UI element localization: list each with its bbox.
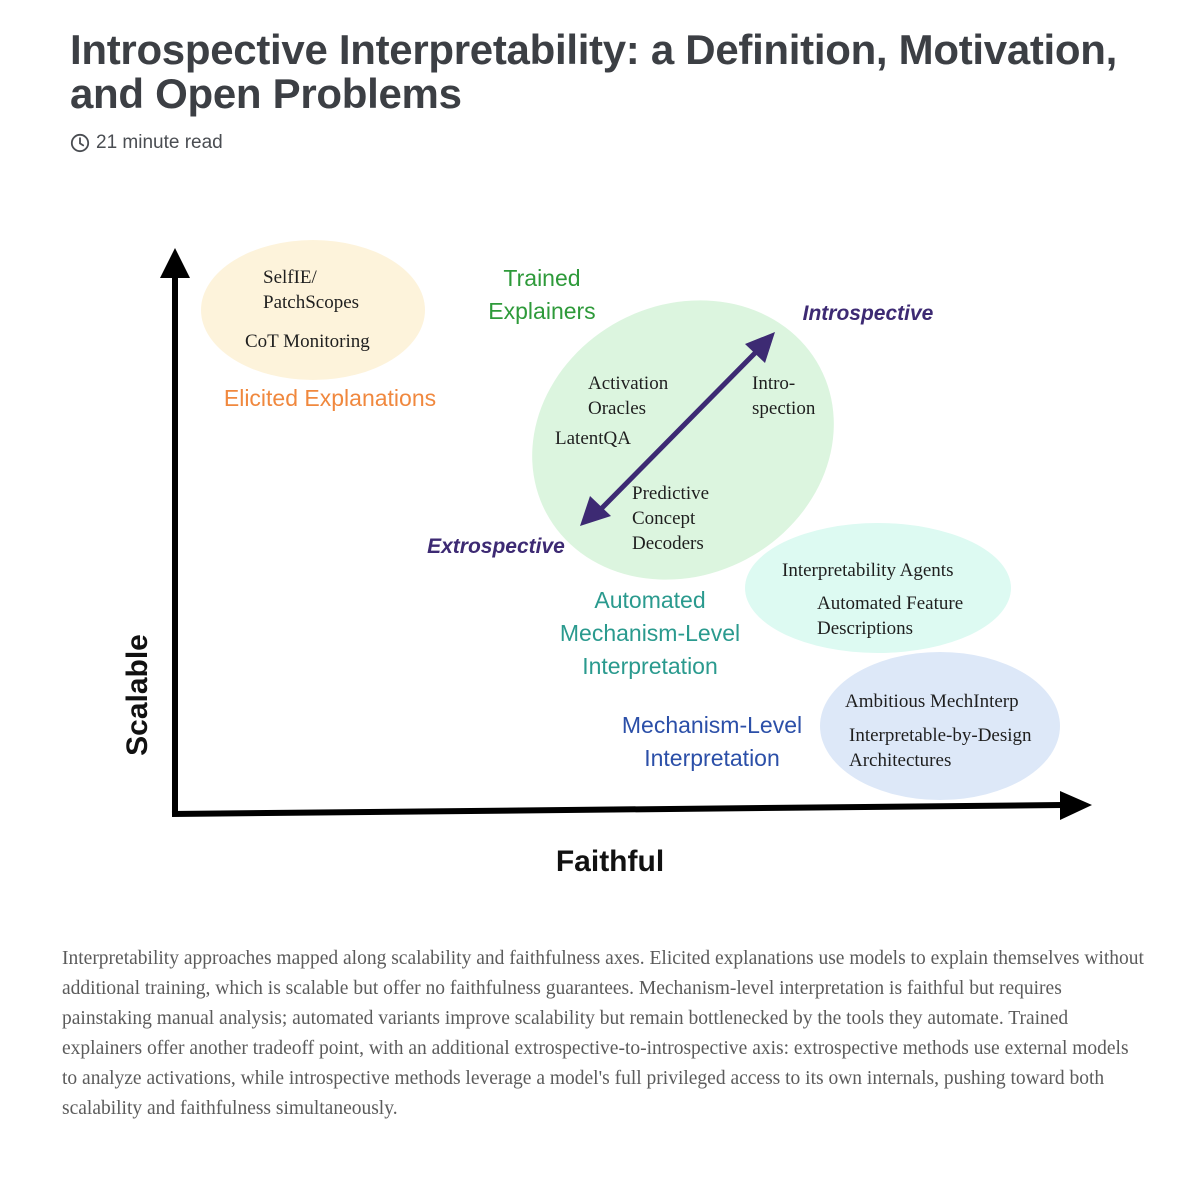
elicited-item-selfie: SelfIE/ xyxy=(263,267,318,288)
mechanism-region xyxy=(820,652,1060,800)
automated-region xyxy=(745,523,1011,653)
trained-region xyxy=(532,300,834,580)
introspection-axis-line xyxy=(598,348,760,512)
trained-item-pcd-1: Predictive xyxy=(632,483,709,504)
mechanism-item-ibd-2: Architectures xyxy=(849,750,951,771)
automated-item-afd-2: Descriptions xyxy=(817,618,913,639)
automated-item-afd-1: Automated Feature xyxy=(817,593,963,614)
mechanism-category-label-1: Mechanism-Level xyxy=(622,712,802,738)
elicited-item-patchscopes: PatchScopes xyxy=(263,292,359,313)
trained-item-introspection-2: spection xyxy=(752,398,816,419)
mechanism-item-ibd-1: Interpretable-by-Design xyxy=(849,725,1032,746)
automated-item-agents: Interpretability Agents xyxy=(782,560,953,581)
clock-icon xyxy=(70,133,90,153)
diagram: Scalable Faithful SelfIE/ PatchScopes Co… xyxy=(0,180,1183,920)
y-axis-label: Scalable xyxy=(121,634,154,756)
trained-item-activation-1: Activation xyxy=(588,373,669,394)
elicited-item-cot: CoT Monitoring xyxy=(245,331,370,352)
trained-item-pcd-3: Decoders xyxy=(632,533,704,554)
extrospective-arrowhead xyxy=(580,496,611,526)
automated-category-label-3: Interpretation xyxy=(582,653,718,679)
trained-item-pcd-2: Concept xyxy=(632,508,696,529)
trained-item-activation-2: Oracles xyxy=(588,398,646,419)
introspective-arrowhead xyxy=(745,332,775,363)
pole-extrospective-label: Extrospective xyxy=(427,535,565,558)
x-axis-line xyxy=(171,802,1063,817)
x-axis-label: Faithful xyxy=(556,845,664,878)
trained-item-introspection-1: Intro- xyxy=(752,373,795,394)
diagram-canvas: Scalable Faithful SelfIE/ PatchScopes Co… xyxy=(121,240,1092,878)
read-time-text: 21 minute read xyxy=(96,132,223,153)
elicited-category-label: Elicited Explanations xyxy=(224,385,436,411)
mechanism-item-ambitious: Ambitious MechInterp xyxy=(845,691,1019,712)
trained-category-label-1: Trained xyxy=(503,265,580,291)
figure-caption: Interpretability approaches mapped along… xyxy=(62,948,1144,1119)
page-title: Introspective Interpretability: a Defini… xyxy=(70,26,1118,117)
y-axis-arrowhead xyxy=(160,248,190,278)
mechanism-category-label-2: Interpretation xyxy=(644,745,780,771)
read-time: 21 minute read xyxy=(70,130,223,156)
automated-category-label-1: Automated xyxy=(594,587,705,613)
pole-introspective-label: Introspective xyxy=(803,302,934,325)
trained-category-label-2: Explainers xyxy=(488,298,595,324)
elicited-region xyxy=(201,240,425,380)
trained-item-latentqa: LatentQA xyxy=(555,428,631,449)
automated-category-label-2: Mechanism-Level xyxy=(560,620,740,646)
x-axis-arrowhead xyxy=(1060,791,1092,820)
